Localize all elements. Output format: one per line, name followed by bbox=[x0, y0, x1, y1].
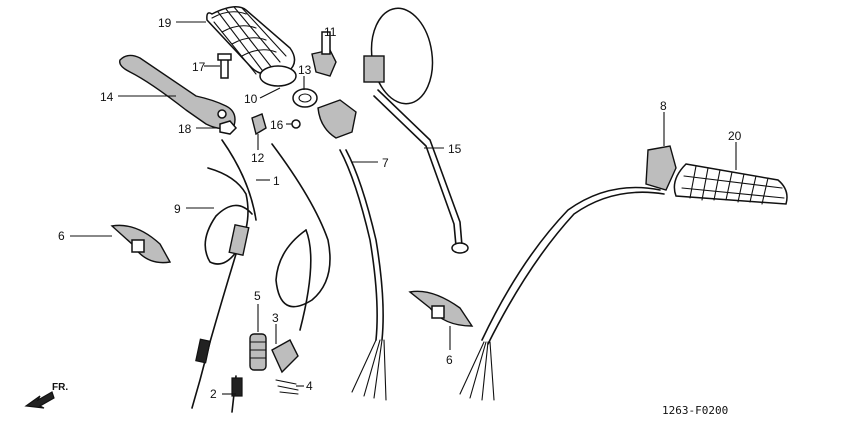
cable-adjuster[interactable] bbox=[271, 339, 299, 374]
callout-8: 8 bbox=[660, 99, 667, 113]
right-handlebar-switch[interactable] bbox=[459, 145, 677, 401]
callout-4: 4 bbox=[306, 379, 313, 393]
callout-12: 12 bbox=[251, 151, 265, 165]
throttle-grip[interactable] bbox=[206, 6, 297, 87]
cable-holder[interactable] bbox=[251, 99, 357, 139]
callout-9: 9 bbox=[174, 202, 181, 216]
callout-2: 2 bbox=[210, 387, 217, 401]
cable-clamp-center[interactable] bbox=[408, 290, 474, 327]
callout-10: 10 bbox=[244, 92, 258, 106]
diagram-code: 1263-F0200 bbox=[662, 404, 728, 417]
cable-holder-plate[interactable] bbox=[311, 31, 337, 77]
callout-13: 13 bbox=[298, 63, 312, 77]
callout-6-right: 6 bbox=[446, 353, 453, 367]
callout-17: 17 bbox=[192, 60, 206, 74]
callout-6-left: 6 bbox=[58, 229, 65, 243]
callout-16: 16 bbox=[270, 118, 284, 132]
front-label: FR. bbox=[52, 382, 68, 393]
front-direction-indicator: FR. bbox=[24, 382, 68, 409]
lever-nut[interactable] bbox=[219, 120, 238, 135]
throttle-cable[interactable] bbox=[221, 139, 331, 331]
callout-5: 5 bbox=[254, 289, 261, 303]
lever-pivot-bolt[interactable] bbox=[217, 53, 232, 79]
callout-15: 15 bbox=[448, 142, 462, 156]
leader-lines bbox=[70, 21, 737, 395]
callout-1: 1 bbox=[273, 174, 280, 188]
callout-3: 3 bbox=[272, 311, 279, 325]
cable-boot[interactable] bbox=[249, 333, 267, 371]
clutch-cable[interactable] bbox=[191, 167, 253, 409]
callout-19: 19 bbox=[158, 16, 172, 30]
front-arrow-icon bbox=[24, 391, 55, 409]
throttle-collar[interactable] bbox=[292, 88, 318, 108]
adjuster-spring[interactable] bbox=[275, 379, 299, 395]
callout-11: 11 bbox=[324, 25, 337, 39]
callout-20: 20 bbox=[728, 129, 742, 143]
cable-clamp-left[interactable] bbox=[110, 224, 172, 264]
callout-18: 18 bbox=[178, 122, 192, 136]
callout-14: 14 bbox=[100, 90, 114, 104]
rear-view-mirror[interactable] bbox=[363, 4, 469, 254]
callout-7: 7 bbox=[382, 156, 389, 170]
callout-numbers: 19 17 14 10 13 11 18 16 12 7 15 8 20 1 9… bbox=[58, 16, 742, 401]
switch-wire-harness-left[interactable] bbox=[339, 149, 387, 401]
left-handlebar-grip[interactable] bbox=[673, 163, 788, 205]
